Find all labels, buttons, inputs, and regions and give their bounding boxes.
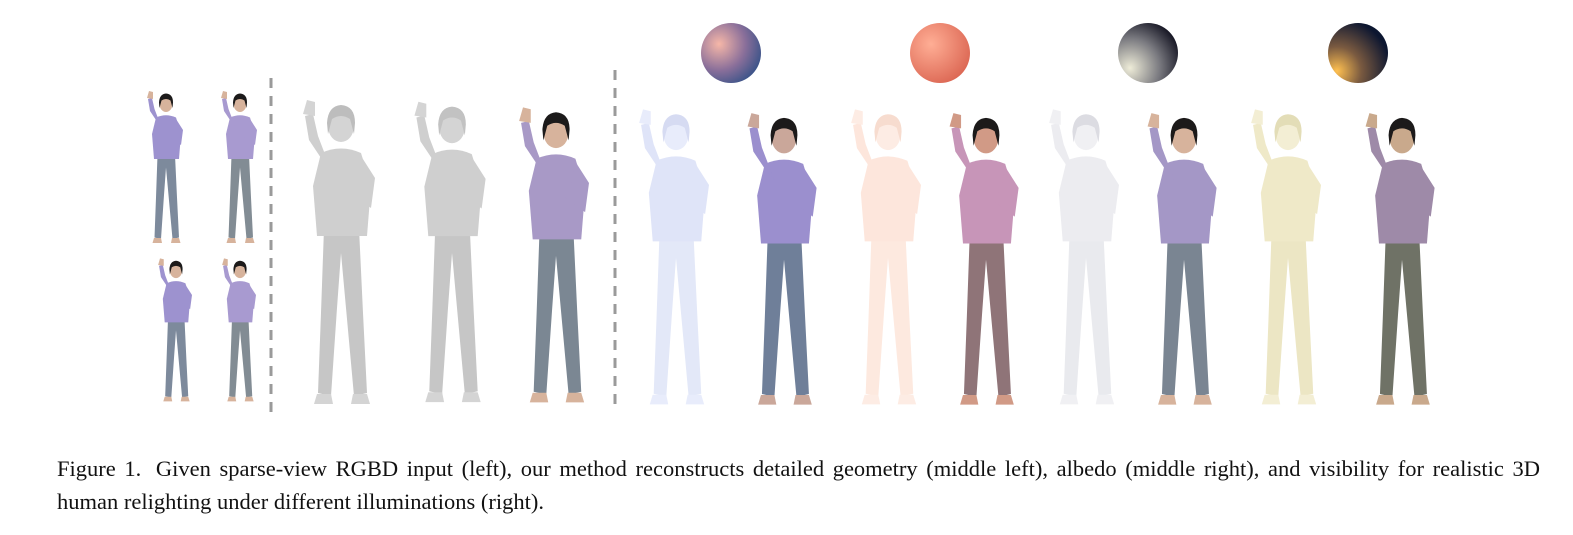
geometry-back xyxy=(414,101,486,403)
geometry-front xyxy=(303,100,375,404)
relight-2-visibility xyxy=(851,109,921,405)
input-views-panel xyxy=(147,91,257,402)
env-light-sphere-1 xyxy=(701,23,761,83)
input-view-side xyxy=(221,91,257,243)
relight-3-render xyxy=(1147,113,1217,405)
input-view-front xyxy=(147,91,183,243)
relight-4-render xyxy=(1365,113,1435,405)
teaser-figure xyxy=(147,23,1435,412)
relight-4-visibility xyxy=(1251,109,1321,405)
relight-3-visibility xyxy=(1049,109,1119,405)
input-view-side-2 xyxy=(222,258,256,402)
albedo-render xyxy=(519,107,589,403)
env-light-sphere-4 xyxy=(1328,23,1388,83)
caption-text: Given sparse-view RGBD input (left), our… xyxy=(57,456,1540,514)
relight-1-render xyxy=(747,113,817,405)
figure-caption: Figure 1. Given sparse-view RGBD input (… xyxy=(57,452,1540,518)
env-light-sphere-3 xyxy=(1118,23,1178,83)
env-light-sphere-2 xyxy=(910,23,970,83)
input-view-back xyxy=(158,258,192,402)
relight-2-render xyxy=(949,113,1019,405)
figure-label: Figure 1. xyxy=(57,456,142,481)
relight-1-visibility xyxy=(639,109,709,405)
